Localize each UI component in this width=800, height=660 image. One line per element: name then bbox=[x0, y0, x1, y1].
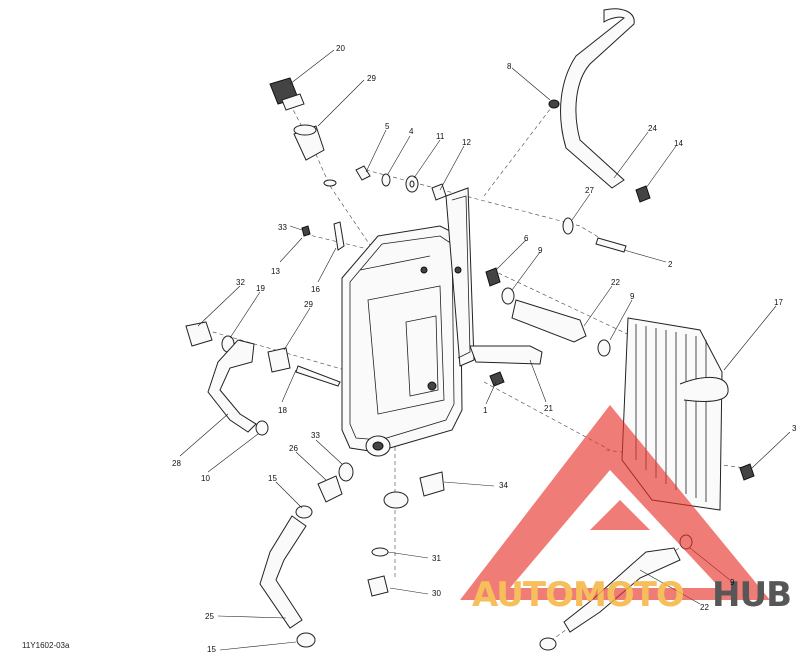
mounting-bracket bbox=[445, 187, 543, 367]
callout-34: 34 bbox=[499, 481, 508, 490]
callout-6: 6 bbox=[524, 234, 529, 243]
callout-25: 25 bbox=[205, 612, 214, 621]
bolt-1 bbox=[489, 371, 505, 387]
washer-27 bbox=[562, 217, 574, 235]
callout-29: 29 bbox=[367, 74, 376, 83]
hose-24 bbox=[548, 8, 651, 203]
callout-9c: 9 bbox=[730, 578, 735, 587]
filler-neck bbox=[293, 124, 325, 161]
callout-2: 2 bbox=[668, 260, 673, 269]
bracket-16 bbox=[333, 221, 345, 251]
oil-tank bbox=[341, 225, 463, 457]
callout-12: 12 bbox=[462, 138, 471, 147]
drain-plug-30 bbox=[367, 575, 389, 597]
callout-4: 4 bbox=[409, 127, 414, 136]
callout-27: 27 bbox=[585, 186, 594, 195]
callout-1: 1 bbox=[483, 406, 488, 415]
hose-25 bbox=[259, 505, 316, 648]
callout-17: 17 bbox=[774, 298, 783, 307]
callout-10: 10 bbox=[201, 474, 210, 483]
clamp-9-upper bbox=[597, 339, 611, 357]
callout-20: 20 bbox=[336, 44, 345, 53]
callout-16: 16 bbox=[311, 285, 320, 294]
clip-13 bbox=[301, 225, 311, 237]
watermark-text-left: AUTOMOTO bbox=[472, 575, 684, 615]
callout-14: 14 bbox=[674, 139, 683, 148]
callout-21: 21 bbox=[544, 404, 553, 413]
callout-29b: 29 bbox=[304, 300, 313, 309]
callout-9b: 9 bbox=[630, 292, 635, 301]
diagram-code: 11Y1602-03a bbox=[22, 641, 70, 650]
callout-18: 18 bbox=[278, 406, 287, 415]
callout-33: 33 bbox=[278, 223, 287, 232]
watermark-text-right: HUB bbox=[712, 575, 791, 615]
hardware-row bbox=[355, 165, 447, 201]
callout-15b: 15 bbox=[207, 645, 216, 654]
callout-22b: 22 bbox=[700, 603, 709, 612]
callout-9: 9 bbox=[538, 246, 543, 255]
callout-5: 5 bbox=[385, 122, 390, 131]
callout-24: 24 bbox=[648, 124, 657, 133]
drain-fittings bbox=[317, 462, 354, 503]
callout-3: 3 bbox=[792, 424, 797, 433]
watermark-triangle-icon bbox=[460, 405, 770, 600]
rubber-mount-34 bbox=[383, 471, 445, 509]
callout-22: 22 bbox=[611, 278, 620, 287]
gasket-33-top bbox=[323, 179, 337, 187]
leader-lines bbox=[179, 49, 791, 651]
bolt-2 bbox=[595, 237, 627, 253]
callout-labels: 20 29 8 5 4 11 12 24 14 27 33 13 16 6 9 … bbox=[172, 44, 797, 654]
fittings-6-9 bbox=[485, 267, 515, 305]
callout-8: 8 bbox=[507, 62, 512, 71]
callout-19: 19 bbox=[256, 284, 265, 293]
automotohub-watermark: AUTOMOTO HUB bbox=[460, 405, 792, 615]
callout-32: 32 bbox=[236, 278, 245, 287]
left-hose-assembly bbox=[185, 321, 341, 436]
hose-22-upper bbox=[511, 299, 587, 343]
filler-cap bbox=[269, 77, 305, 111]
callout-26: 26 bbox=[289, 444, 298, 453]
callout-11: 11 bbox=[436, 132, 445, 141]
callout-13: 13 bbox=[271, 267, 280, 276]
washer-31 bbox=[371, 547, 389, 557]
callout-30: 30 bbox=[432, 589, 441, 598]
callout-31: 31 bbox=[432, 554, 441, 563]
callout-15: 15 bbox=[268, 474, 277, 483]
callout-33b: 33 bbox=[311, 431, 320, 440]
callout-28: 28 bbox=[172, 459, 181, 468]
